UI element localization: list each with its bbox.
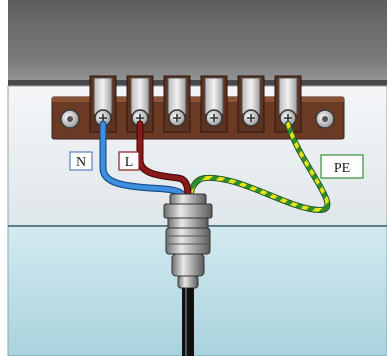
pe-label: PE <box>320 154 364 179</box>
mounting-screw-left <box>60 109 80 129</box>
terminal-block-base-highlight <box>52 97 344 102</box>
live-wire <box>137 121 191 199</box>
cover-edge <box>8 80 387 86</box>
earth-wire <box>188 122 330 213</box>
terminal-4 <box>200 75 228 133</box>
terminal-6 <box>274 75 302 133</box>
pe-label-text: PE <box>334 161 350 176</box>
neutral-label: N <box>69 151 93 171</box>
live-label: L <box>118 151 140 171</box>
terminal-5 <box>237 75 265 133</box>
live-label-text: L <box>125 155 134 170</box>
mounting-screw-right <box>315 109 335 129</box>
top-cover <box>8 0 387 86</box>
neutral-wire <box>100 121 187 199</box>
terminal-3 <box>163 75 191 133</box>
power-cable-highlight <box>185 288 187 356</box>
power-cable <box>182 288 194 356</box>
cable-gland <box>163 193 213 289</box>
terminal-1 <box>89 75 117 133</box>
neutral-label-text: N <box>76 155 86 170</box>
